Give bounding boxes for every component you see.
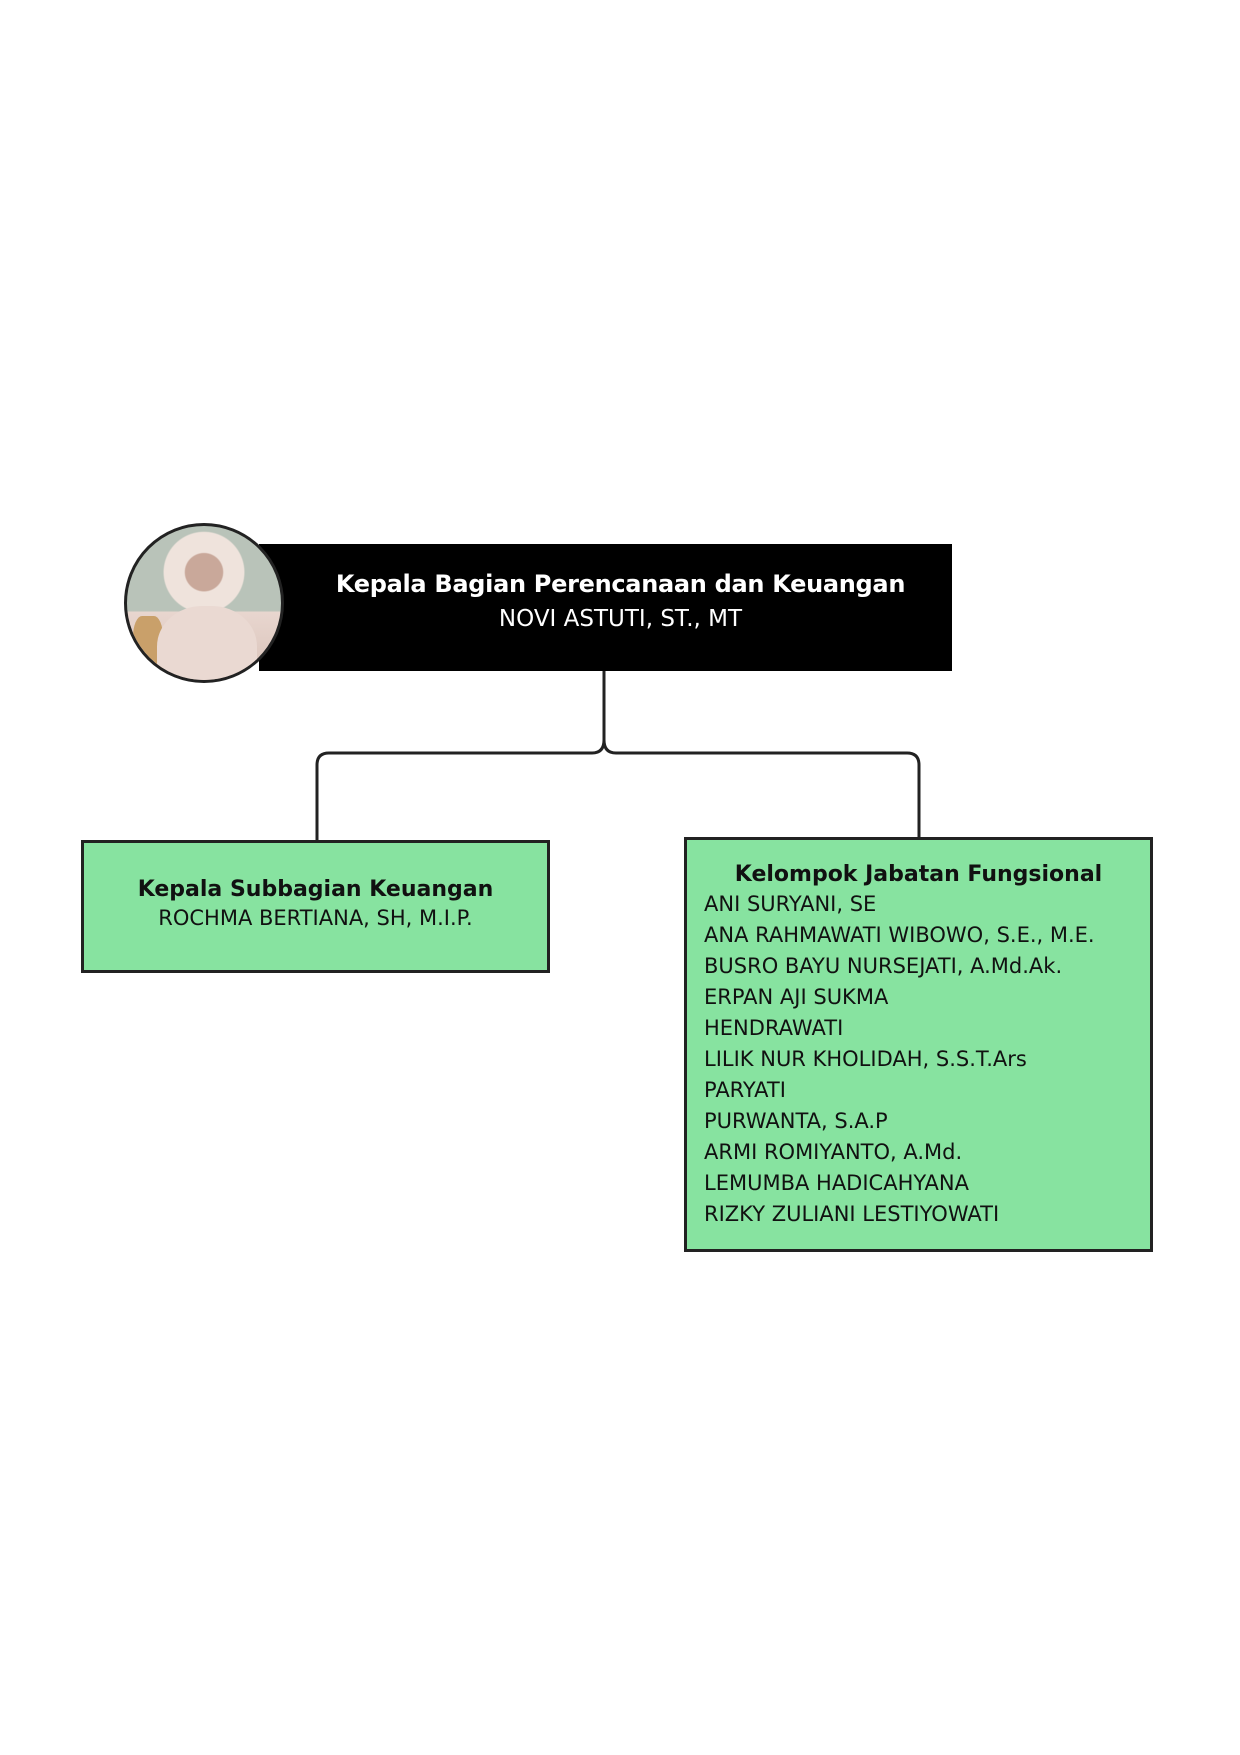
list-item: PARYATI [704, 1078, 786, 1102]
head-name: NOVI ASTUTI, ST., MT [498, 606, 743, 632]
list-item: RIZKY ZULIANI LESTIYOWATI [704, 1202, 1000, 1226]
list-item: LEMUMBA HADICAHYANA [704, 1171, 970, 1195]
fungsional-title: Kelompok Jabatan Fungsional [734, 862, 1103, 887]
subbagian-node: Kepala Subbagian Keuangan ROCHMA BERTIAN… [81, 840, 550, 973]
fungsional-node: Kelompok Jabatan Fungsional ANI SURYANI,… [684, 837, 1153, 1252]
subbagian-title: Kepala Subbagian Keuangan [137, 877, 494, 902]
member-list: ANI SURYANI, SE ANA RAHMAWATI WIBOWO, S.… [704, 889, 1150, 1230]
list-item: LILIK NUR KHOLIDAH, S.S.T.Ars [704, 1047, 1027, 1071]
list-item: HENDRAWATI [704, 1016, 844, 1040]
list-item: ERPAN AJI SUKMA [704, 985, 889, 1009]
subbagian-name: ROCHMA BERTIANA, SH, M.I.P. [158, 906, 473, 930]
list-item: ANA RAHMAWATI WIBOWO, S.E., M.E. [704, 923, 1095, 947]
list-item: PURWANTA, S.A.P [704, 1109, 888, 1133]
list-item: BUSRO BAYU NURSEJATI, A.Md.Ak. [704, 954, 1063, 978]
head-title: Kepala Bagian Perencanaan dan Keuangan [335, 570, 906, 598]
head-node: Kepala Bagian Perencanaan dan Keuangan N… [259, 544, 952, 671]
head-avatar [124, 523, 284, 683]
list-item: ANI SURYANI, SE [704, 892, 877, 916]
list-item: ARMI ROMIYANTO, A.Md. [704, 1140, 963, 1164]
